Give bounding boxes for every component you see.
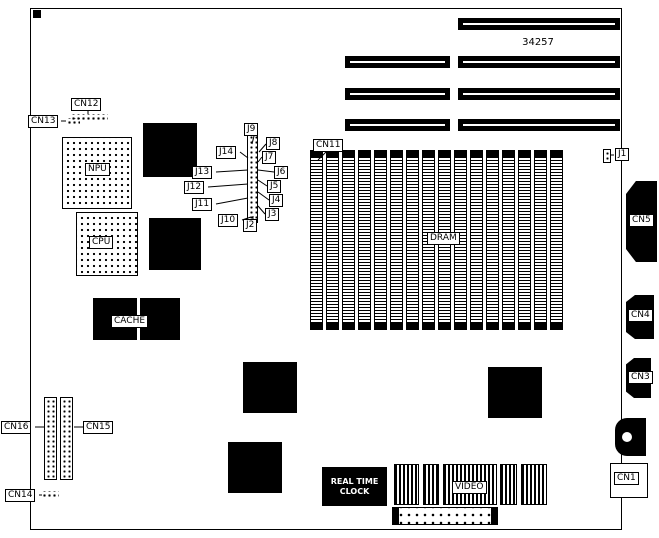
- expansion-slot: [458, 18, 620, 30]
- j1-connector: [603, 149, 611, 163]
- video-ic: [394, 464, 419, 505]
- label-j12: J12: [184, 181, 205, 194]
- expansion-slot: [345, 119, 450, 131]
- part-number: 34257: [522, 37, 554, 48]
- label-cn16: CN16: [1, 421, 32, 434]
- label-j4: J4: [269, 194, 284, 207]
- expansion-slot: [345, 88, 450, 100]
- label-cn12: CN12: [71, 98, 102, 111]
- expansion-slot: [345, 56, 450, 68]
- jumper-block: [247, 133, 258, 223]
- label-cn13: CN13: [28, 115, 59, 128]
- dram-slot: [406, 150, 419, 330]
- cn16-header: [44, 397, 57, 480]
- dram-slot: [390, 150, 403, 330]
- ic-chip: [228, 442, 282, 493]
- label-cn1: CN1: [614, 472, 639, 485]
- label-cn14: CN14: [5, 489, 36, 502]
- ic-chip: [243, 362, 297, 413]
- label-npu: NPU: [85, 163, 110, 176]
- label-dram: DRAM: [427, 232, 460, 245]
- dram-slot: [518, 150, 531, 330]
- expansion-slot: [458, 119, 620, 131]
- label-cpu: CPU: [89, 236, 114, 249]
- label-cache: CACHE: [111, 315, 149, 328]
- cn13-connector: [66, 118, 80, 125]
- rtc-label-line2: CLOCK: [339, 486, 370, 496]
- video-ic: [521, 464, 547, 505]
- label-cn4: CN4: [628, 309, 653, 322]
- label-j9: J9: [244, 123, 259, 136]
- keyboard-din-connector: [615, 418, 646, 456]
- ic-chip: [143, 123, 197, 177]
- dram-slot: [326, 150, 339, 330]
- video-ic: [500, 464, 517, 505]
- label-j2: J2: [243, 219, 258, 232]
- mounting-pad: [33, 10, 41, 18]
- dram-slot: [310, 150, 323, 330]
- label-j1: J1: [615, 148, 630, 161]
- label-cn15: CN15: [83, 421, 114, 434]
- expansion-slot: [458, 88, 620, 100]
- dram-slot: [342, 150, 355, 330]
- label-j8: J8: [266, 137, 281, 150]
- ic-chip: [488, 367, 542, 418]
- dram-slot: [502, 150, 515, 330]
- label-j14: J14: [216, 146, 237, 159]
- label-cn3: CN3: [628, 371, 653, 384]
- dram-slot: [374, 150, 387, 330]
- dram-slot: [486, 150, 499, 330]
- rtc-label-line1: REAL TIME: [330, 476, 379, 486]
- label-j3: J3: [265, 208, 280, 221]
- dram-slot: [470, 150, 483, 330]
- label-cn11: CN11: [313, 139, 344, 152]
- label-j10: J10: [218, 214, 239, 227]
- dram-slot: [358, 150, 371, 330]
- label-j13: J13: [192, 166, 213, 179]
- din-hole: [622, 432, 632, 442]
- bottom-pin-header: [392, 507, 498, 525]
- video-ic: [423, 464, 439, 505]
- cn14-connector: [41, 491, 59, 499]
- label-j6: J6: [274, 166, 289, 179]
- label-video: VIDEO: [452, 481, 487, 494]
- label-j11: J11: [192, 198, 213, 211]
- cn15-header: [60, 397, 73, 480]
- expansion-slot: [458, 56, 620, 68]
- label-j7: J7: [262, 151, 277, 164]
- label-j5: J5: [267, 180, 282, 193]
- cn12-connector: [70, 114, 108, 122]
- rtc-chip: REAL TIME CLOCK: [322, 467, 387, 506]
- ic-chip: [149, 218, 201, 270]
- dram-slot: [550, 150, 563, 330]
- dram-slot: [534, 150, 547, 330]
- dram-bank: [310, 150, 566, 332]
- label-cn5: CN5: [629, 214, 654, 227]
